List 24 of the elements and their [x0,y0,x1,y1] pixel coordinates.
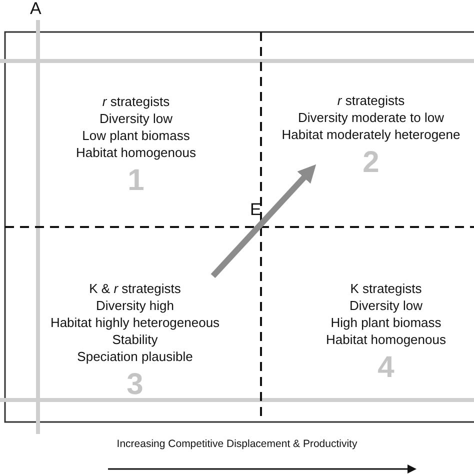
point-label: A [30,0,42,19]
quadrant-number: 4 [376,352,396,384]
quadrant-text: Diversity low [350,297,422,314]
quadrant-text: High plant biomass [330,314,442,331]
quadrant-text: Habitat homogenous [326,331,446,348]
quadrant-number: 2 [362,147,380,179]
axis-label: Increasing Competitive Displacement & Productivity [116,438,358,450]
quadrant-text: Diversity high [96,297,174,314]
quadrant-text: K & r strategists [89,280,181,297]
quadrant-text: r strategists [337,92,405,109]
quadrant-text: Habitat moderately heterogene [282,126,460,143]
quadrant-text: Diversity moderate to low [298,109,444,126]
quadrant-text: Habitat homogenous [76,144,196,161]
quadrant-text: Low plant biomass [82,127,190,144]
quadrant-text: Habitat highly heterogeneous [50,314,220,331]
quadrant-number: 3 [126,369,144,401]
quadrant-text: K strategists [350,280,422,297]
quadrant-number: 1 [126,165,146,197]
quadrant-text: Speciation plausible [77,348,193,365]
quadrant-text: r strategists [102,93,170,110]
quadrant-text: Stability [112,331,158,348]
arrow [210,164,316,278]
point-label: E [250,200,262,220]
quadrant-text: Diversity low [100,110,172,127]
